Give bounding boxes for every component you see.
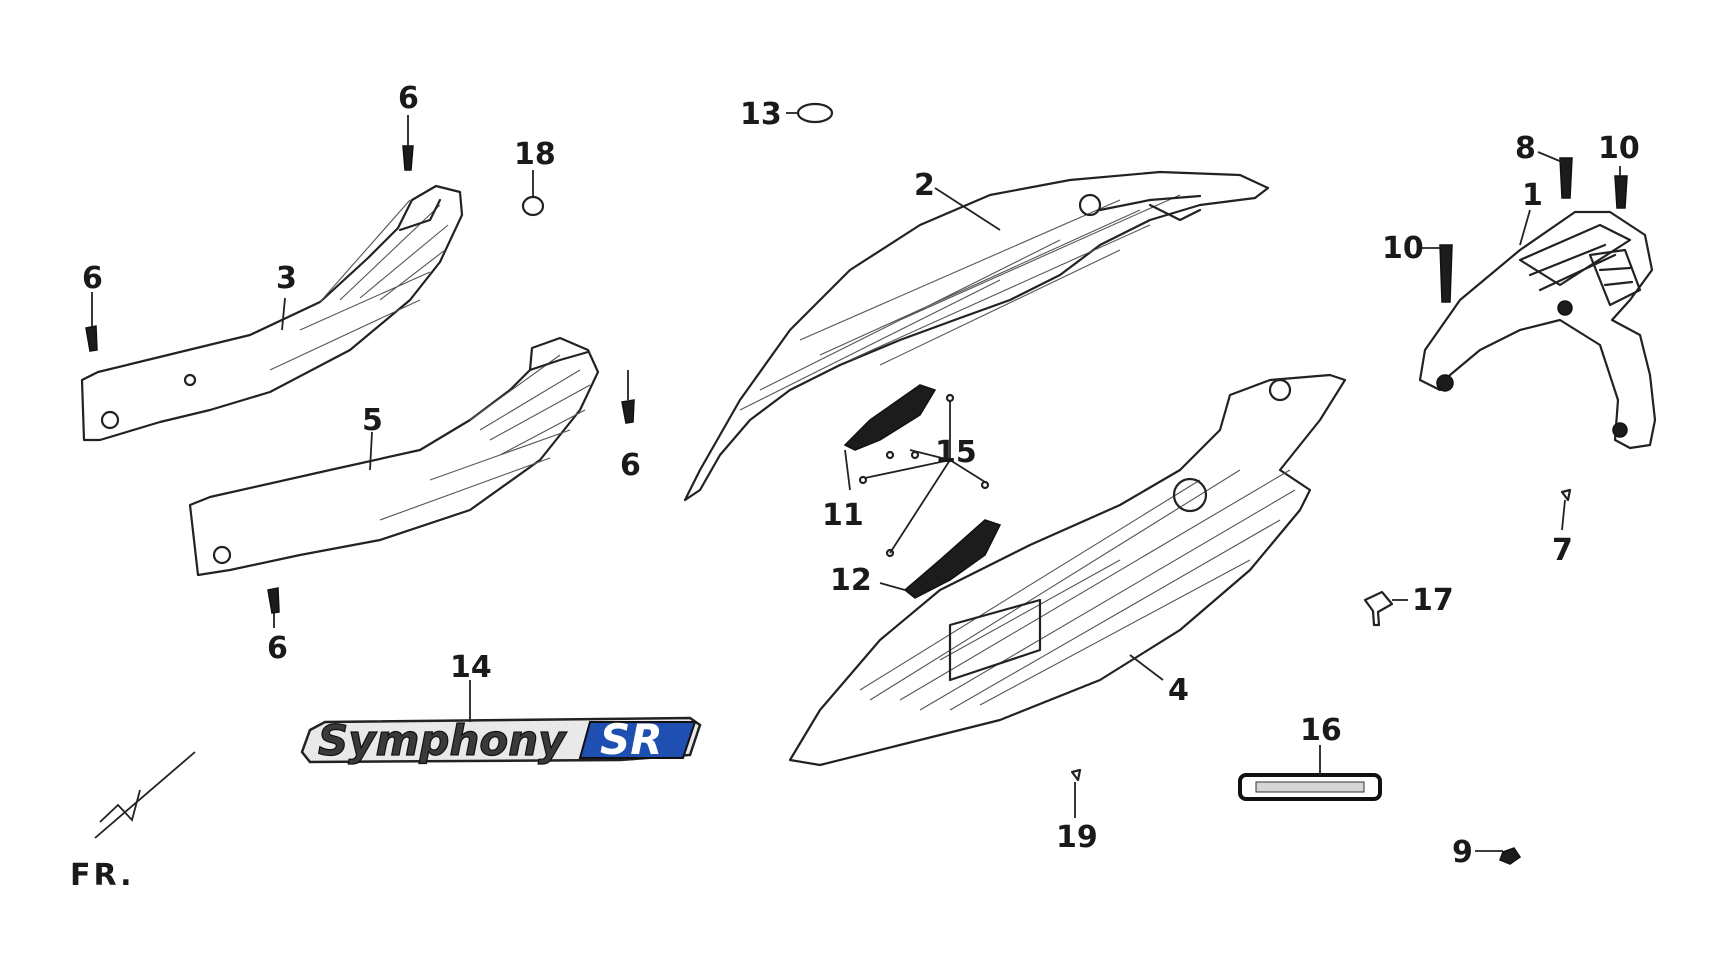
callout-6a: 6 xyxy=(398,81,419,116)
part-3-side-cover-upper[interactable] xyxy=(80,184,464,442)
part-12-bracket[interactable] xyxy=(903,519,1002,599)
callout-6d: 6 xyxy=(267,631,288,666)
callout-9: 9 xyxy=(1452,835,1473,870)
part-9-nut[interactable] xyxy=(1499,847,1522,865)
part-2-rear-body-cover[interactable] xyxy=(683,170,1270,502)
part-8-bolt[interactable] xyxy=(1559,157,1573,199)
part-19-screw[interactable] xyxy=(1070,768,1082,782)
callout-7: 7 xyxy=(1552,533,1573,568)
callout-3: 3 xyxy=(276,261,297,296)
front-direction-arrow xyxy=(94,751,196,839)
part-5-side-cover-lower[interactable] xyxy=(188,336,600,577)
part-17-clip[interactable] xyxy=(1363,590,1394,627)
callout-10a: 10 xyxy=(1598,131,1640,166)
callout-4: 4 xyxy=(1168,673,1189,708)
part-13-ring[interactable] xyxy=(796,102,834,124)
callout-2: 2 xyxy=(914,168,935,203)
callout-6c: 6 xyxy=(620,448,641,483)
callout-11: 11 xyxy=(822,498,864,533)
callout-15: 15 xyxy=(935,435,977,470)
callout-19: 19 xyxy=(1056,820,1098,855)
callout-12: 12 xyxy=(830,563,872,598)
callout-10b: 10 xyxy=(1382,231,1424,266)
part-14-logo-emblem[interactable]: Symphony SR xyxy=(300,715,702,766)
front-indicator-label: FR. xyxy=(70,858,135,893)
logo-badge: SR xyxy=(600,715,663,764)
callout-labels: 1 2 3 4 5 6 6 6 6 7 8 9 10 10 11 12 13 1… xyxy=(82,81,1640,870)
part-7-screw[interactable] xyxy=(1560,488,1572,502)
part-4-lower-body-cover[interactable] xyxy=(788,373,1347,767)
callout-5: 5 xyxy=(362,403,383,438)
part-6-bolts[interactable] xyxy=(85,145,635,614)
part-18-washer[interactable] xyxy=(521,195,545,217)
part-16-plate[interactable] xyxy=(1238,773,1382,801)
callout-18: 18 xyxy=(514,137,556,172)
leader-lines xyxy=(91,112,1621,852)
part-11-bracket[interactable] xyxy=(843,384,937,451)
logo-word: Symphony xyxy=(318,716,567,765)
callout-6b: 6 xyxy=(82,261,103,296)
part-10-bolts[interactable] xyxy=(1439,175,1628,303)
callout-13: 13 xyxy=(740,97,782,132)
callout-17: 17 xyxy=(1412,583,1454,618)
part-1-rear-carrier[interactable] xyxy=(1418,210,1657,450)
callout-16: 16 xyxy=(1300,713,1342,748)
callout-8: 8 xyxy=(1515,131,1536,166)
callout-14: 14 xyxy=(450,650,492,685)
callout-1: 1 xyxy=(1522,178,1543,213)
